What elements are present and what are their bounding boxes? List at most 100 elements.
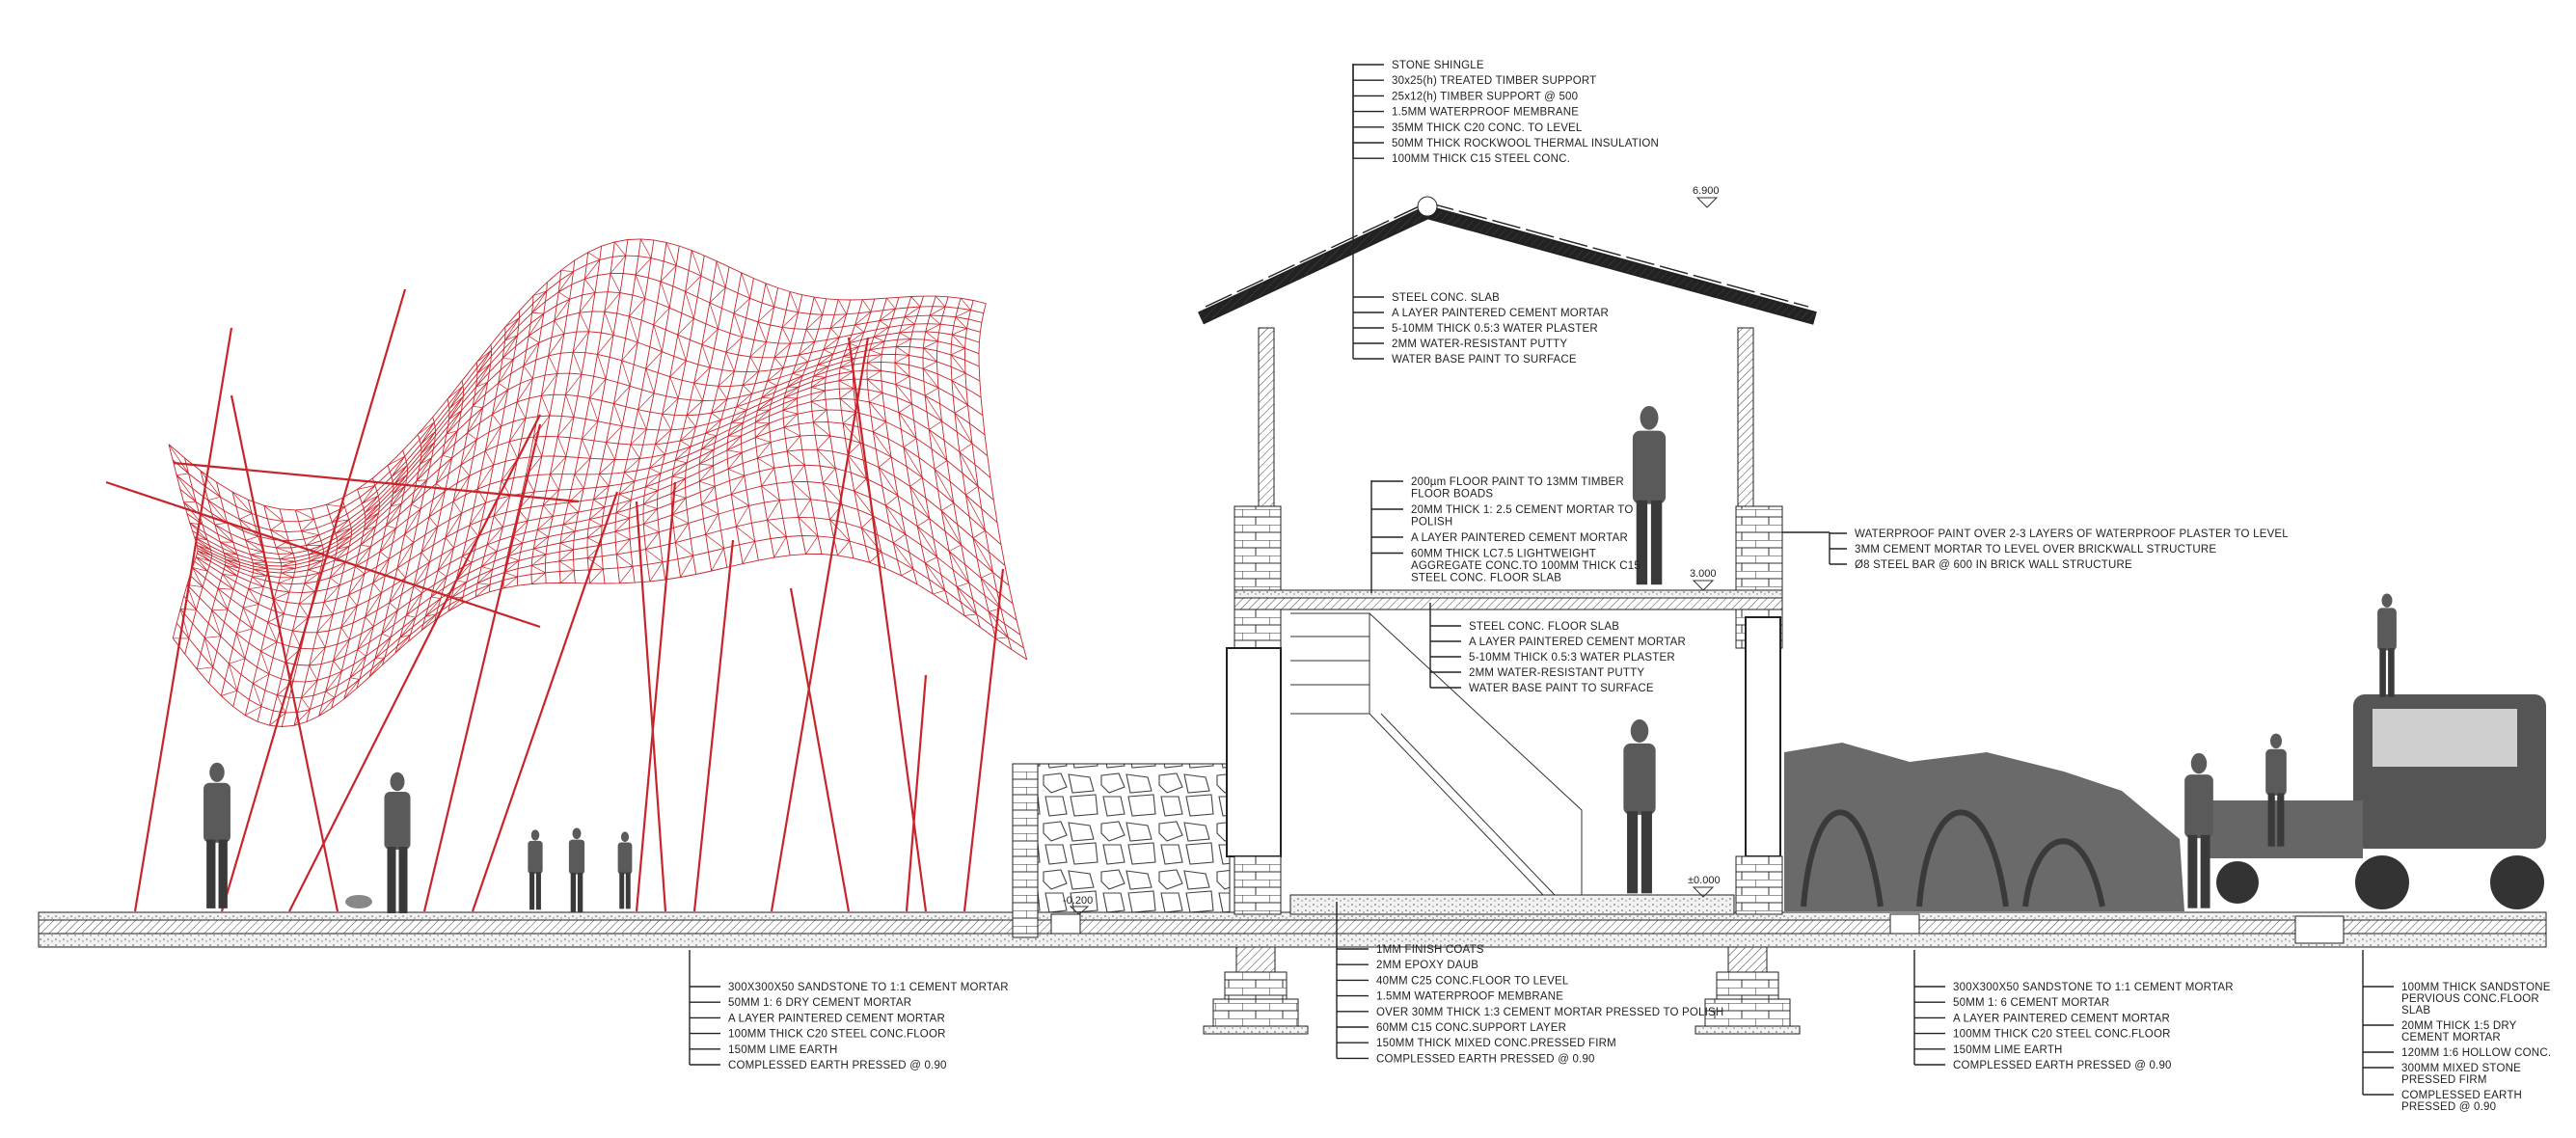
- mesh-line: [168, 444, 212, 639]
- mesh-line: [197, 470, 240, 670]
- note-text: 1MM FINISH COATS: [1376, 944, 1484, 956]
- canopy-pole: [220, 288, 407, 912]
- note-text: 2MM WATER-RESISTANT PUTTY: [1392, 339, 1567, 350]
- mesh-line: [866, 297, 914, 577]
- note-text: 30x25(h) TREATED TIMBER SUPPORT: [1392, 75, 1596, 87]
- svg-text:3.000: 3.000: [1690, 568, 1717, 580]
- mesh-line: [782, 296, 824, 555]
- mesh-line: [420, 349, 492, 631]
- red-mesh-canopy: [168, 238, 1028, 727]
- note-text: 300X300X50 SANDSTONE TO 1:1 CEMENT MORTA…: [1953, 982, 2234, 993]
- mesh-line: [343, 455, 408, 700]
- mesh-line: [368, 421, 436, 678]
- note-text: 150MM LIME EARTH: [728, 1044, 838, 1056]
- svg-text:±0.000: ±0.000: [1688, 875, 1721, 886]
- note-text: 100MM THICK C20 STEEL CONC.FLOOR: [728, 1029, 946, 1041]
- note-text: 300MM MIXED STONE: [2401, 1063, 2521, 1074]
- road-curb: [2294, 915, 2345, 944]
- note-text: 3MM CEMENT MORTAR TO LEVEL OVER BRICKWAL…: [1855, 544, 2216, 555]
- note-text: SLAB: [2401, 1005, 2430, 1016]
- mesh-line: [754, 291, 800, 558]
- note-text: POLISH: [1411, 517, 1452, 528]
- mesh-line: [670, 260, 726, 578]
- canopy-pole: [635, 501, 667, 912]
- house-section: [1198, 196, 1817, 1035]
- note-text: FLOOR BOADS: [1411, 489, 1493, 501]
- mesh-line: [176, 535, 1024, 714]
- mesh-line: [197, 409, 994, 594]
- note-text: 50MM 1: 6 CEMENT MORTAR: [1953, 997, 2109, 1009]
- person-figure: [1623, 718, 1656, 894]
- note-text: A LAYER PAINTERED CEMENT MORTAR: [1469, 637, 1686, 648]
- level-marker-outside: -0.200: [1063, 895, 1093, 915]
- mesh-line: [172, 255, 984, 523]
- ground-section: [38, 894, 2547, 948]
- note-text: Ø8 STEEL BAR @ 600 IN BRICK WALL STRUCTU…: [1855, 559, 2132, 571]
- note-text: 20MM THICK 1: 2.5 CEMENT MORTAR TO: [1411, 504, 1633, 516]
- person-figure: [2377, 593, 2397, 697]
- level-marker-ground-floor: ±0.000: [1688, 875, 1721, 898]
- note-text: WATER BASE PAINT TO SURFACE: [1392, 354, 1577, 366]
- note-text: CEMENT MORTAR: [2401, 1032, 2501, 1043]
- mesh-line: [517, 259, 576, 586]
- note-text: COMPLESSED EARTH: [2401, 1090, 2522, 1101]
- mesh-line: [176, 273, 983, 533]
- mesh-line: [726, 283, 775, 564]
- canopy-pole: [770, 337, 870, 912]
- notes-floor-ceiling: STEEL CONC. FLOOR SLAB A LAYER PAINTERED …: [1429, 603, 1686, 694]
- note-text: 60MM C15 CONC.SUPPORT LAYER: [1376, 1022, 1566, 1034]
- mesh-line: [950, 297, 1009, 639]
- person-figure: [617, 831, 633, 909]
- mesh-line: [698, 272, 751, 572]
- note-text: 100MM THICK C15 STEEL CONC.: [1392, 153, 1570, 165]
- canopy-pole: [905, 674, 928, 912]
- note-text: 2MM EPOXY DAUB: [1376, 960, 1478, 971]
- mesh-line: [394, 385, 464, 654]
- mesh-line: [194, 434, 1002, 618]
- mesh-line: [179, 291, 981, 542]
- note-text: 25x12(h) TIMBER SUPPORT @ 500: [1392, 91, 1578, 102]
- mesh-line: [189, 464, 1010, 650]
- note-text: 120MM 1:6 HOLLOW CONC.: [2401, 1047, 2551, 1059]
- note-text: A LAYER PAINTERED CEMENT MORTAR: [1411, 532, 1628, 544]
- people-figures: [203, 405, 2397, 913]
- note-text: 100MM THICK SANDSTONE: [2401, 982, 2551, 993]
- mesh-line: [208, 481, 240, 684]
- note-text: COMPLESSED EARTH PRESSED @ 0.90: [728, 1060, 947, 1071]
- note-text: STEEL CONC. FLOOR SLAB: [1469, 621, 1619, 633]
- note-text: 50MM 1: 6 DRY CEMENT MORTAR: [728, 997, 911, 1009]
- mesh-line: [475, 290, 548, 598]
- note-text: A LAYER PAINTERED CEMENT MORTAR: [728, 1013, 945, 1024]
- mesh-line: [461, 311, 520, 604]
- note-text: WATERPROOF PAINT OVER 2-3 LAYERS OF WATE…: [1855, 528, 2289, 540]
- mesh-line: [197, 388, 989, 579]
- note-text: PRESSED @ 0.90: [2401, 1101, 2496, 1113]
- mesh-line: [530, 252, 601, 584]
- canopy-pole: [692, 539, 735, 912]
- person-figure: [1632, 405, 1667, 585]
- mesh-line: [978, 303, 1028, 661]
- note-text: PRESSED FIRM: [2401, 1074, 2487, 1086]
- note-text: 200µm FLOOR PAINT TO 13MM TIMBER: [1411, 476, 1624, 488]
- notes-ground-right: 300X300X50 SANDSTONE TO 1:1 CEMENT MORTA…: [1913, 950, 2234, 1071]
- mesh-line: [502, 269, 575, 589]
- note-text: 300X300X50 SANDSTONE TO 1:1 CEMENT MORTA…: [728, 982, 1009, 993]
- level-marker-first-floor: 3.000: [1690, 568, 1717, 591]
- canopy-poles: [105, 288, 1005, 912]
- canopy-pole: [422, 423, 542, 912]
- footing-left: [1203, 946, 1309, 1035]
- note-text: STEEL CONC. FLOOR SLAB: [1411, 573, 1561, 584]
- drain-left: [1050, 913, 1081, 935]
- dog-figure: [345, 895, 372, 908]
- mesh-line: [558, 241, 627, 583]
- svg-text:6.900: 6.900: [1693, 185, 1720, 197]
- mesh-line: [192, 353, 981, 564]
- note-text: 20MM THICK 1:5 DRY: [2401, 1020, 2517, 1032]
- note-text: PERVIOUS CONC.FLOOR: [2401, 993, 2539, 1005]
- mesh-line: [318, 484, 380, 717]
- svg-text:-0.200: -0.200: [1063, 895, 1093, 907]
- mesh-line: [293, 503, 352, 726]
